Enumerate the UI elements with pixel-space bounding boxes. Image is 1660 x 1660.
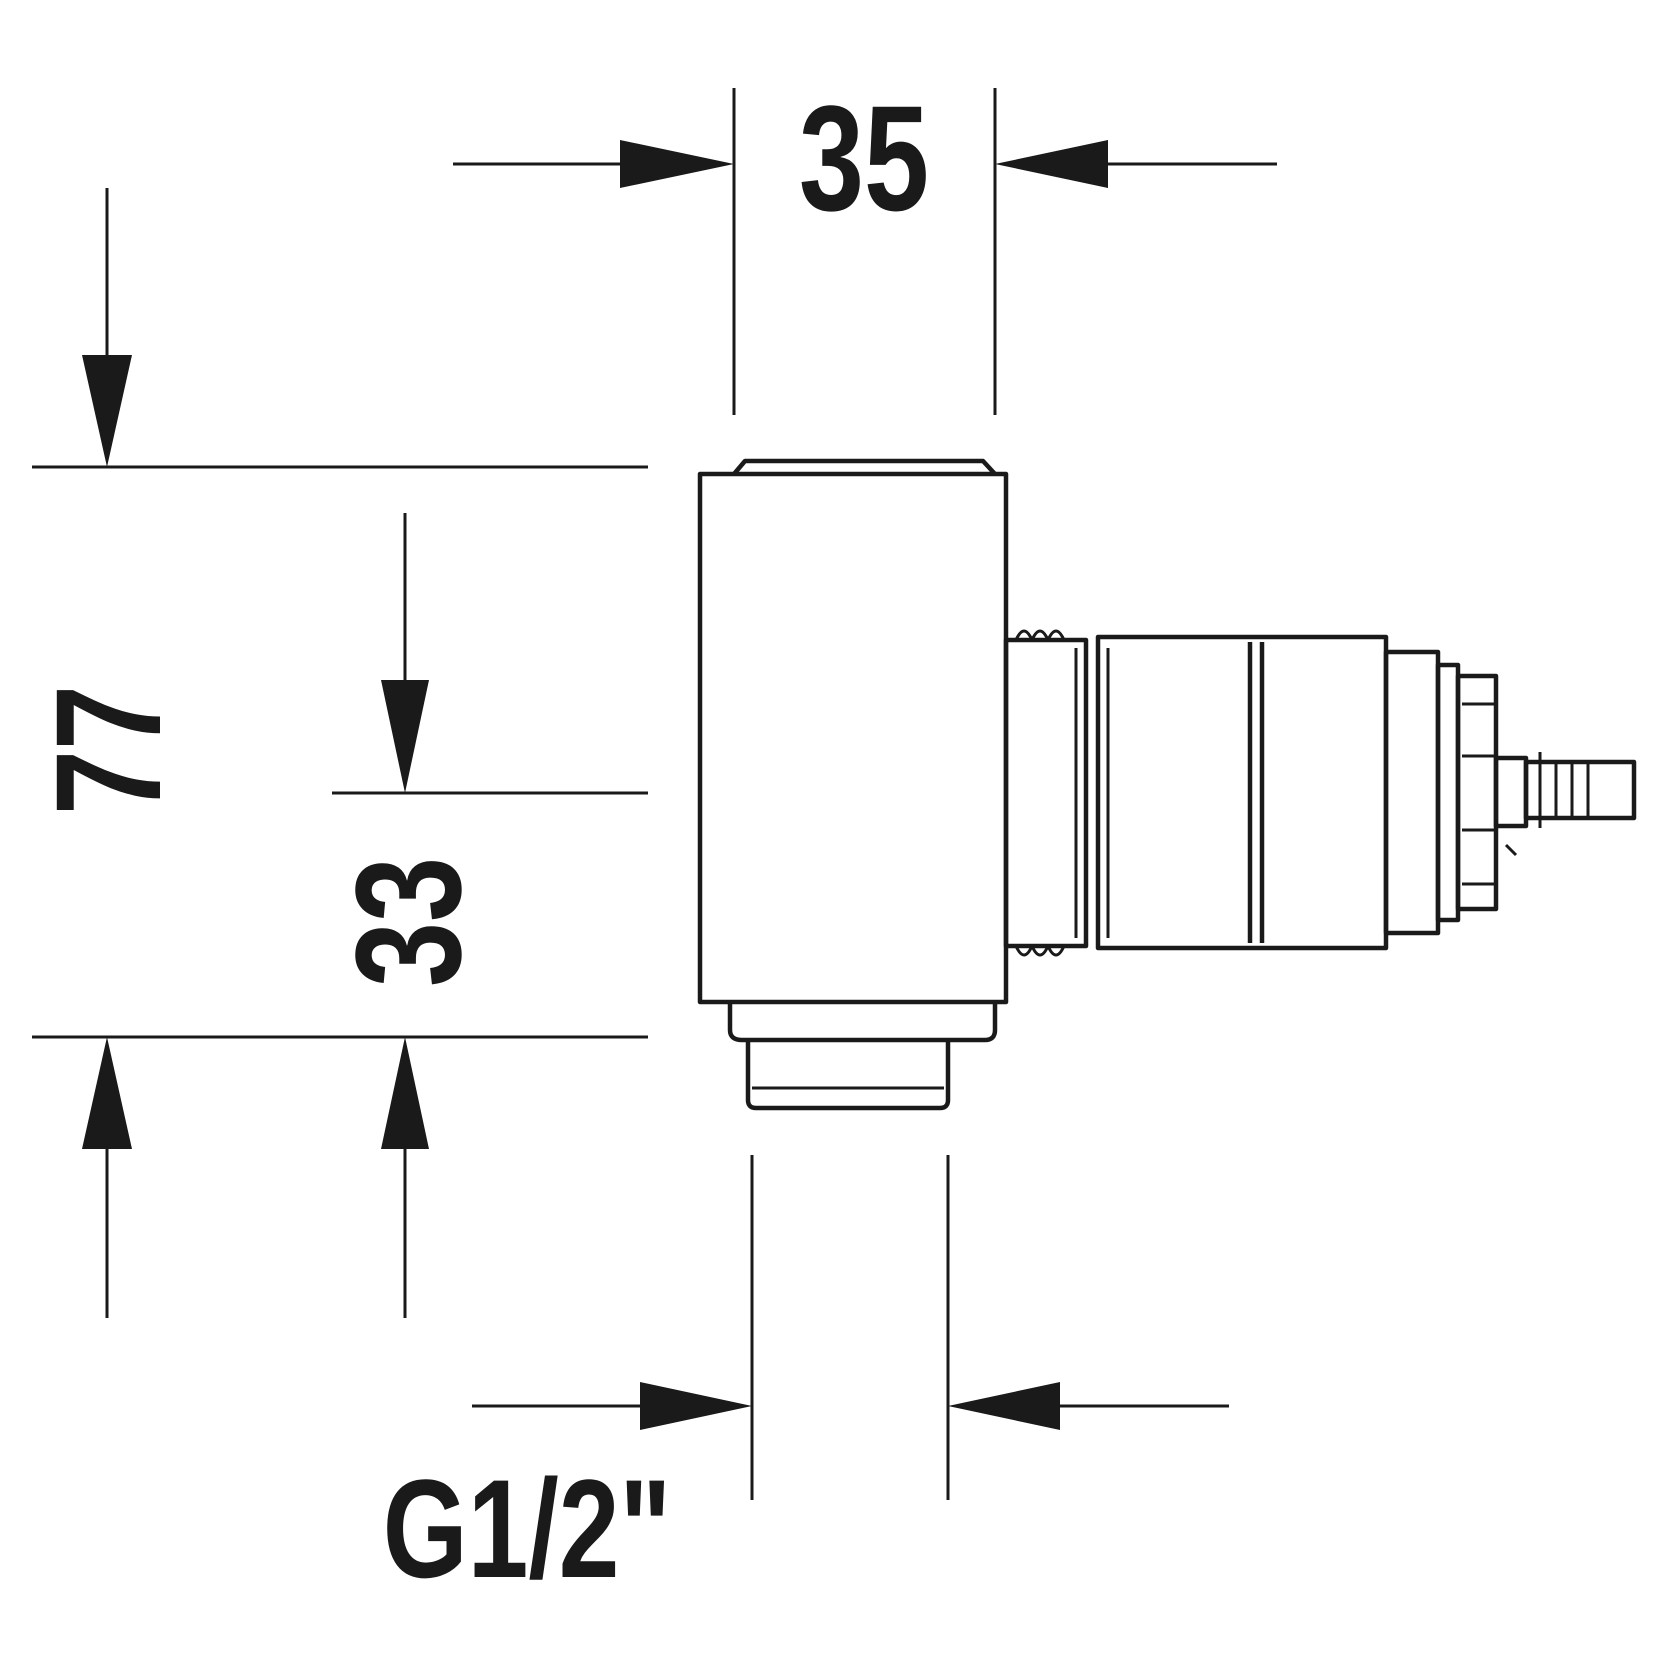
thread-connector [745, 1040, 951, 1111]
main-body [697, 471, 1009, 1005]
end-step-3 [1455, 673, 1499, 912]
dimension-height-total: 77 [24, 188, 648, 1318]
thread-bottom-icon [1014, 944, 1066, 957]
side-neck [1003, 637, 1089, 949]
thread-top-icon [1014, 629, 1066, 642]
dimension-width-top: 35 [453, 74, 1277, 415]
end-step-2 [1435, 662, 1461, 923]
arrow-up-icon [82, 1037, 132, 1149]
end-step-1 [1383, 649, 1441, 936]
spindle-tip-mark [1504, 843, 1518, 857]
dimension-label-height-axis: 33 [324, 857, 492, 987]
arrow-left-icon [948, 1382, 1060, 1430]
dimension-label-width: 35 [799, 74, 929, 242]
arrow-up-icon [381, 1037, 429, 1149]
bottom-collar [727, 1002, 998, 1043]
arrow-right-icon [640, 1382, 752, 1430]
spindle-base [1493, 755, 1529, 829]
dimension-thread: G1/2" [383, 1155, 1229, 1607]
dimension-height-axis: 33 [324, 513, 648, 1318]
spindle [1523, 759, 1637, 821]
dimension-label-thread: G1/2" [383, 1450, 671, 1607]
valve-body [697, 458, 1637, 1111]
arrow-down-icon [381, 680, 429, 793]
cartridge-housing [1095, 634, 1389, 951]
arrow-left-icon [995, 140, 1108, 188]
arrow-right-icon [620, 140, 734, 188]
top-cap [732, 458, 997, 476]
arrow-down-icon [82, 355, 132, 467]
dimension-label-height-total: 77 [24, 685, 192, 815]
